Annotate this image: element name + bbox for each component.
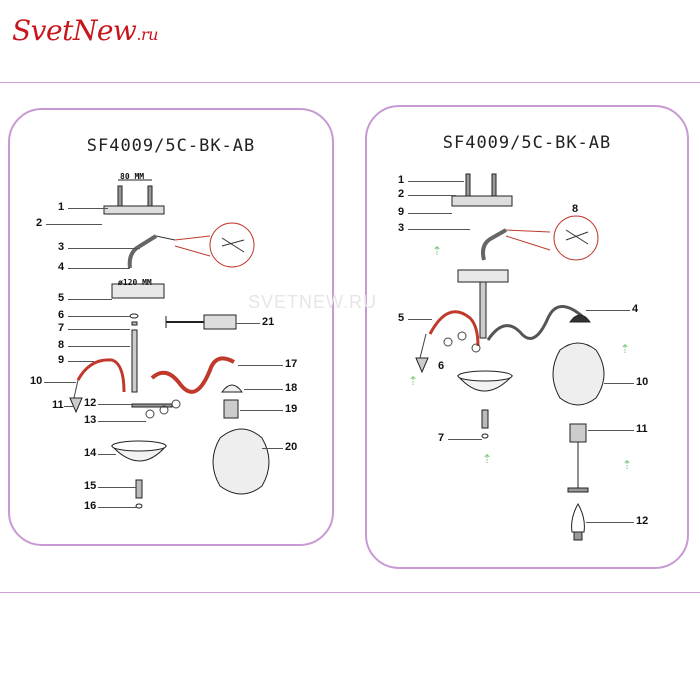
right-callout-8: 8	[572, 203, 579, 215]
right-callout-6: 6	[438, 360, 445, 372]
left-callout-10: 10	[30, 375, 43, 387]
arrow-up-icon: ⇡	[482, 452, 493, 466]
left-callout-21: 21	[262, 316, 275, 328]
right-callout-5: 5	[398, 312, 405, 324]
right-callout-1: 1	[398, 174, 405, 186]
right-panel-title: SF4009/5C-BK-AB	[442, 133, 612, 153]
dimension-mount: 80 MM	[120, 172, 145, 181]
left-callout-17: 17	[285, 358, 298, 370]
right-callout-11: 11	[636, 423, 648, 435]
logo-suffix: .ru	[136, 25, 158, 44]
dimension-canopy: ø120 MM	[118, 278, 152, 287]
bottom-divider	[0, 592, 700, 593]
left-callout-1: 1	[58, 201, 65, 213]
left-callout-3: 3	[58, 241, 65, 253]
arrow-up-icon: ⇡	[432, 244, 443, 258]
left-callout-2: 2	[36, 217, 43, 229]
right-callout-7: 7	[438, 432, 445, 444]
left-callout-18: 18	[285, 382, 298, 394]
left-callout-16: 16	[84, 500, 97, 512]
watermark: SVETNEW.RU	[248, 292, 378, 312]
left-callout-14: 14	[84, 447, 97, 459]
arrow-up-icon: ⇡	[620, 342, 631, 356]
arrow-up-icon: ⇡	[408, 374, 419, 388]
left-callout-15: 15	[84, 480, 97, 492]
left-callout-9: 9	[58, 354, 65, 366]
right-callout-2: 2	[398, 188, 405, 200]
arrow-up-icon: ⇡	[622, 458, 633, 472]
left-callout-8: 8	[58, 339, 65, 351]
left-callout-7: 7	[58, 322, 65, 334]
left-callout-6: 6	[58, 309, 65, 321]
left-callout-11: 11	[52, 399, 64, 411]
left-callout-12: 12	[84, 397, 97, 409]
left-callout-20: 20	[285, 441, 298, 453]
mount-bracket-left	[103, 179, 165, 215]
right-callout-4: 4	[632, 303, 639, 315]
right-callout-10: 10	[636, 376, 649, 388]
right-callout-9: 9	[398, 206, 405, 218]
left-panel-title: SF4009/5C-BK-AB	[86, 136, 256, 156]
left-callout-19: 19	[285, 403, 298, 415]
logo-text: SvetNew	[12, 14, 137, 47]
left-callout-5: 5	[58, 292, 65, 304]
left-panel: SF4009/5C-BK-AB	[8, 108, 334, 546]
left-callout-4: 4	[58, 261, 65, 273]
brand-logo: SvetNew.ru	[12, 14, 158, 47]
top-divider	[0, 82, 700, 83]
right-callout-12: 12	[636, 515, 649, 527]
left-callout-13: 13	[84, 414, 97, 426]
right-callout-3: 3	[398, 222, 405, 234]
